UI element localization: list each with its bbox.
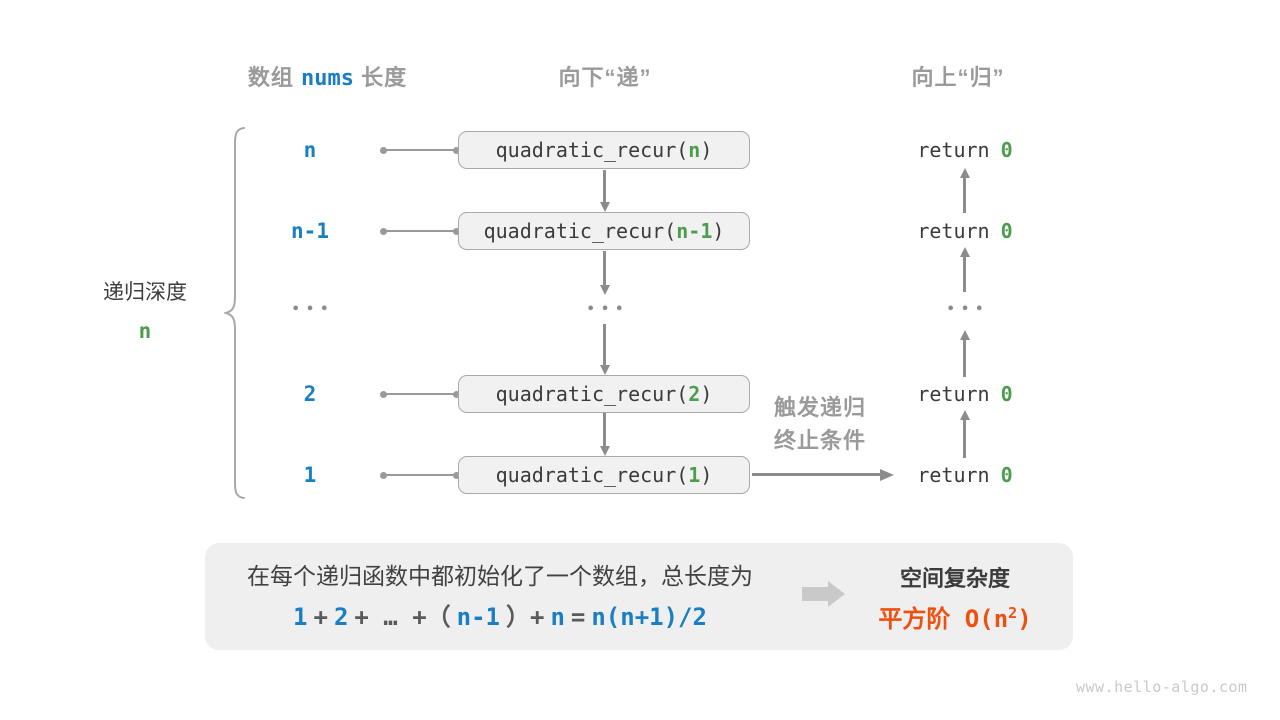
return-statement: return 0 [880,137,1050,163]
call-text: quadratic_recur( [495,382,689,406]
recursion-depth-value: n [138,319,152,343]
summary-text: 在每个递归函数中都初始化了一个数组，总长度为 [247,563,753,589]
summary-formula: 1+2+ … +（n-1）+n=n(n+1)/2 [215,601,785,633]
length-label-2: 2 [303,382,317,406]
ellipsis-dots: ••• [586,302,630,317]
return-statement: return 0 [880,462,1050,488]
formula-term: n [550,603,565,631]
connector-line [380,390,460,398]
return-value: 0 [1000,219,1013,243]
space-value-suffix: ) [1017,605,1032,633]
call-close: ) [700,382,713,406]
space-complexity-title: 空间复杂度 [899,566,1010,591]
call-text: quadratic_recur( [495,138,689,162]
formula-result: n(n+1)/2 [591,603,707,631]
connector-line [380,227,460,235]
up-arrow-icon [963,419,966,458]
call-box-n-1: quadratic_recur(n-1) [458,212,750,250]
call-arg: 1 [688,463,701,487]
length-label-1: 1 [303,463,317,487]
ellipsis-dots: ••• [291,302,335,317]
call-text: quadratic_recur( [495,463,689,487]
return-value: 0 [1000,463,1013,487]
call-close: ) [712,219,725,243]
space-complexity-value: 平方阶 O(n2) [855,599,1055,634]
length-label-n-1: n-1 [291,219,329,243]
return-keyword: return [917,382,990,406]
down-arrow-icon [603,251,606,286]
up-arrow-icon [963,256,966,292]
formula-operator: + … +（ [354,603,451,631]
call-close: ) [700,463,713,487]
curly-brace-icon [224,127,245,499]
header-nums-code: nums [301,66,354,91]
header-downward-recurse: 向下“递” [558,65,652,90]
call-close: ) [700,138,713,162]
up-arrow-icon [963,177,966,213]
header-array-prefix: 数组 [247,65,294,90]
trigger-note-line1: 触发递归 [773,395,866,420]
formula-operator: ）+ [506,603,545,631]
trigger-note-line2: 终止条件 [773,428,866,453]
call-box-1: quadratic_recur(1) [458,456,750,494]
down-arrow-icon [603,170,606,203]
return-value: 0 [1000,138,1013,162]
space-value-exponent: 2 [1008,604,1018,622]
call-text: quadratic_recur( [483,219,677,243]
return-keyword: return [917,463,990,487]
formula-term: n-1 [456,603,500,631]
return-keyword: return [917,219,990,243]
header-upward-return: 向上“归” [911,65,1005,90]
call-box-2: quadratic_recur(2) [458,375,750,413]
summary-panel [205,543,1073,650]
return-statement: return 0 [880,218,1050,244]
watermark: www.hello-algo.com [1076,678,1248,696]
return-keyword: return [917,138,990,162]
header-array-length: 数组 nums 长度 [205,60,450,92]
call-arg: n [688,138,701,162]
flow-arrow-icon [802,587,828,601]
right-arrow-icon [752,473,880,476]
connector-line [380,146,460,154]
call-arg: n-1 [676,219,713,243]
length-label-n: n [303,138,317,162]
ellipsis-dots: ••• [946,302,990,317]
space-value-prefix: 平方阶 O(n [878,605,1009,633]
return-value: 0 [1000,382,1013,406]
connector-line [380,471,460,479]
formula-operator: = [570,603,586,631]
down-arrow-icon [603,413,606,447]
formula-term: 2 [333,603,349,631]
formula-operator: + [313,603,328,631]
return-statement: return 0 [880,381,1050,407]
recursion-depth-label: 递归深度 [103,281,187,304]
up-arrow-icon [963,339,966,377]
down-arrow-icon [603,324,606,366]
header-array-suffix: 长度 [361,65,408,90]
formula-term: 1 [293,603,308,631]
call-box-n: quadratic_recur(n) [458,131,750,169]
call-arg: 2 [688,382,701,406]
